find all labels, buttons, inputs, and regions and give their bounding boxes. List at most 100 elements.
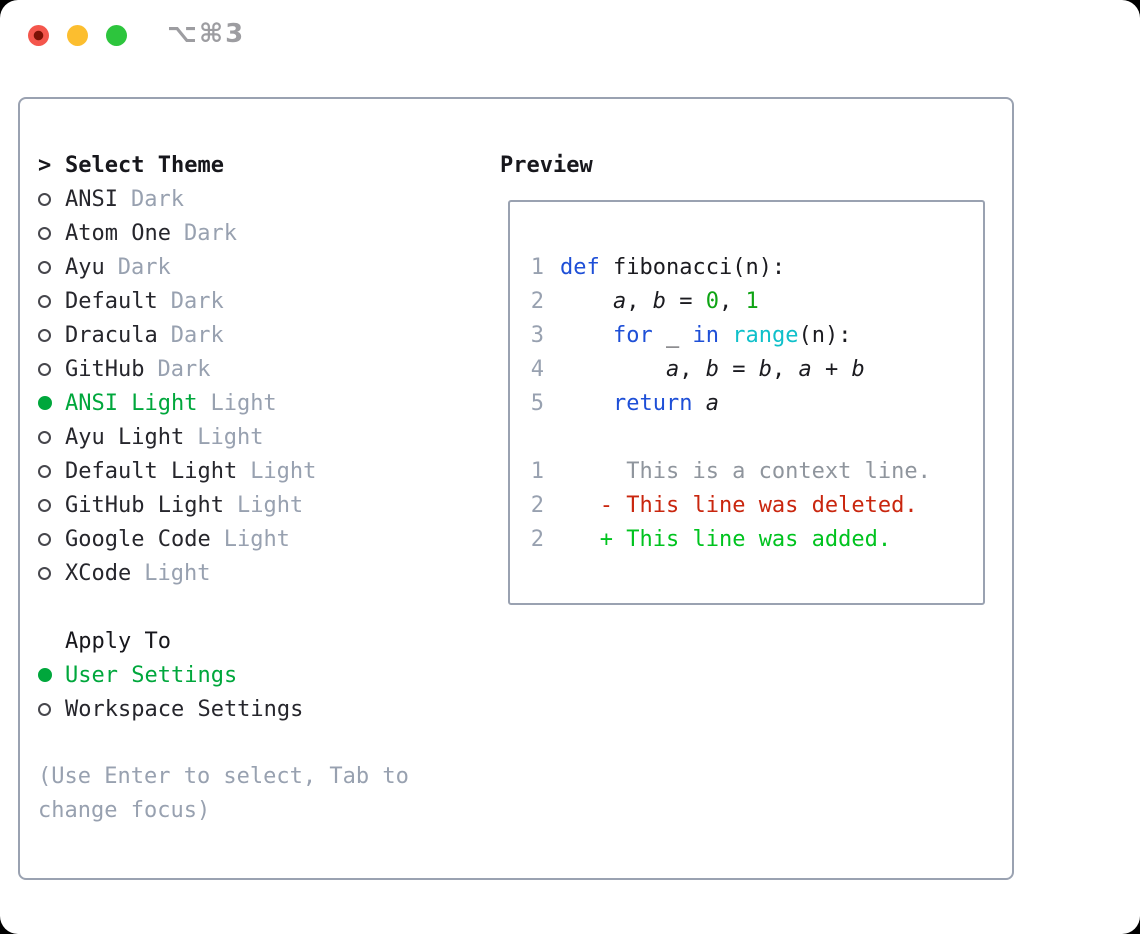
code-token: - This line was deleted. bbox=[599, 492, 918, 518]
radio-icon bbox=[38, 362, 65, 376]
code-token: = bbox=[718, 356, 759, 382]
code-token: b bbox=[851, 356, 865, 382]
maximize-button[interactable] bbox=[106, 25, 127, 46]
spacer bbox=[38, 590, 468, 624]
radio-icon bbox=[38, 192, 65, 206]
titlebar bbox=[28, 25, 127, 46]
close-button[interactable] bbox=[28, 25, 49, 46]
theme-item[interactable]: Dracula Dark bbox=[38, 318, 468, 352]
code-token: a bbox=[705, 390, 719, 416]
line-content: return a bbox=[560, 391, 719, 416]
radio-icon bbox=[38, 566, 65, 580]
code-token bbox=[560, 391, 613, 416]
code-token bbox=[560, 493, 600, 518]
radio-icon bbox=[38, 294, 65, 308]
minimize-button[interactable] bbox=[67, 25, 88, 46]
theme-variant: Dark bbox=[183, 220, 237, 246]
theme-name: Dracula bbox=[65, 322, 158, 348]
theme-variant: Dark bbox=[157, 356, 211, 382]
code-line: 4 a, b = b, a + b bbox=[530, 352, 983, 386]
footer-hint: (Use Enter to select, Tab to change focu… bbox=[38, 764, 409, 823]
apply-to-option[interactable]: Workspace Settings bbox=[38, 692, 468, 726]
code-token bbox=[560, 323, 613, 348]
main-panel bbox=[18, 97, 1014, 880]
theme-variant: Light bbox=[144, 560, 211, 586]
apply-to-list: User Settings Workspace Settings bbox=[38, 658, 468, 726]
theme-variant: Dark bbox=[170, 288, 224, 314]
apply-to-option-label: Workspace Settings bbox=[65, 696, 304, 722]
radio-icon bbox=[38, 464, 65, 478]
line-content: a, b = 0, 1 bbox=[560, 289, 759, 314]
code-token: (n): bbox=[798, 322, 852, 348]
theme-item[interactable]: ANSI Dark bbox=[38, 182, 468, 216]
code-token bbox=[560, 527, 600, 552]
code-token: , bbox=[771, 356, 799, 382]
line-content: for _ in range(n): bbox=[560, 323, 851, 348]
theme-item[interactable]: Atom One Dark bbox=[38, 216, 468, 250]
code-line: 2 a, b = 0, 1 bbox=[530, 284, 983, 318]
theme-item[interactable]: GitHub Dark bbox=[38, 352, 468, 386]
code-token bbox=[560, 357, 666, 382]
code-line: 2 + This line was added. bbox=[530, 522, 983, 556]
radio-icon bbox=[38, 498, 65, 512]
theme-item[interactable]: Ayu Dark bbox=[38, 250, 468, 284]
apply-to-title: Apply To bbox=[65, 628, 171, 654]
theme-name: GitHub Light bbox=[65, 492, 224, 518]
line-content: + This line was added. bbox=[560, 527, 891, 552]
theme-item[interactable]: XCode Light bbox=[38, 556, 468, 590]
line-content: a, b = b, a + b bbox=[560, 357, 865, 382]
theme-item[interactable]: Google Code Light bbox=[38, 522, 468, 556]
theme-variant: Light bbox=[197, 424, 264, 450]
code-line: 5 return a bbox=[530, 386, 983, 420]
theme-variant: Dark bbox=[130, 186, 184, 212]
radio-icon bbox=[38, 260, 65, 274]
code-line: 3 for _ in range(n): bbox=[530, 318, 983, 352]
radio-icon bbox=[38, 226, 65, 240]
code-token: range bbox=[732, 322, 799, 348]
code-line: 2 - This line was deleted. bbox=[530, 488, 983, 522]
radio-icon bbox=[38, 668, 65, 682]
theme-variant: Light bbox=[250, 458, 317, 484]
theme-item[interactable]: Ayu Light Light bbox=[38, 420, 468, 454]
code-token: def bbox=[560, 254, 600, 280]
theme-picker: > Select Theme ANSI Dark Atom One Dark A… bbox=[38, 148, 468, 828]
code-token: return bbox=[612, 390, 693, 416]
window-title: ⌥⌘3 bbox=[167, 19, 246, 49]
line-number: 1 bbox=[530, 458, 544, 484]
line-content: - This line was deleted. bbox=[560, 493, 918, 518]
code-token: for bbox=[612, 322, 653, 348]
line-number: 3 bbox=[530, 322, 544, 348]
theme-item[interactable]: ANSI Light Light bbox=[38, 386, 468, 420]
code-token: = bbox=[665, 288, 706, 314]
theme-item[interactable]: Default Light Light bbox=[38, 454, 468, 488]
code-token: 1 bbox=[745, 288, 759, 314]
code-line: 1 This is a context line. bbox=[530, 454, 983, 488]
apply-to-option[interactable]: User Settings bbox=[38, 658, 468, 692]
theme-variant: Light bbox=[210, 390, 277, 416]
theme-item[interactable]: Default Dark bbox=[38, 284, 468, 318]
line-number: 2 bbox=[530, 492, 544, 518]
code-token bbox=[719, 323, 732, 348]
line-number: 2 bbox=[530, 288, 544, 314]
preview-title: Preview bbox=[500, 152, 593, 178]
radio-icon bbox=[38, 396, 65, 410]
theme-variant: Light bbox=[236, 492, 304, 518]
radio-icon bbox=[38, 702, 65, 716]
line-number: 5 bbox=[530, 390, 544, 416]
spacer bbox=[38, 726, 468, 760]
theme-item[interactable]: GitHub Light Light bbox=[38, 488, 468, 522]
code-token: This is a context line. bbox=[560, 458, 931, 484]
code-line bbox=[530, 420, 983, 454]
radio-icon bbox=[38, 430, 65, 444]
theme-list: ANSI Dark Atom One Dark Ayu Dark Default… bbox=[38, 182, 468, 590]
code-token: a bbox=[612, 288, 627, 314]
apply-to-header-row: Apply To bbox=[38, 624, 468, 658]
code-token: + This line was added. bbox=[599, 526, 892, 552]
radio-icon bbox=[38, 328, 65, 342]
theme-name: Default bbox=[65, 288, 158, 314]
theme-name: ANSI bbox=[65, 186, 118, 212]
code-token: , bbox=[626, 288, 653, 314]
line-number: 2 bbox=[530, 526, 544, 552]
code-token: + bbox=[811, 356, 852, 382]
